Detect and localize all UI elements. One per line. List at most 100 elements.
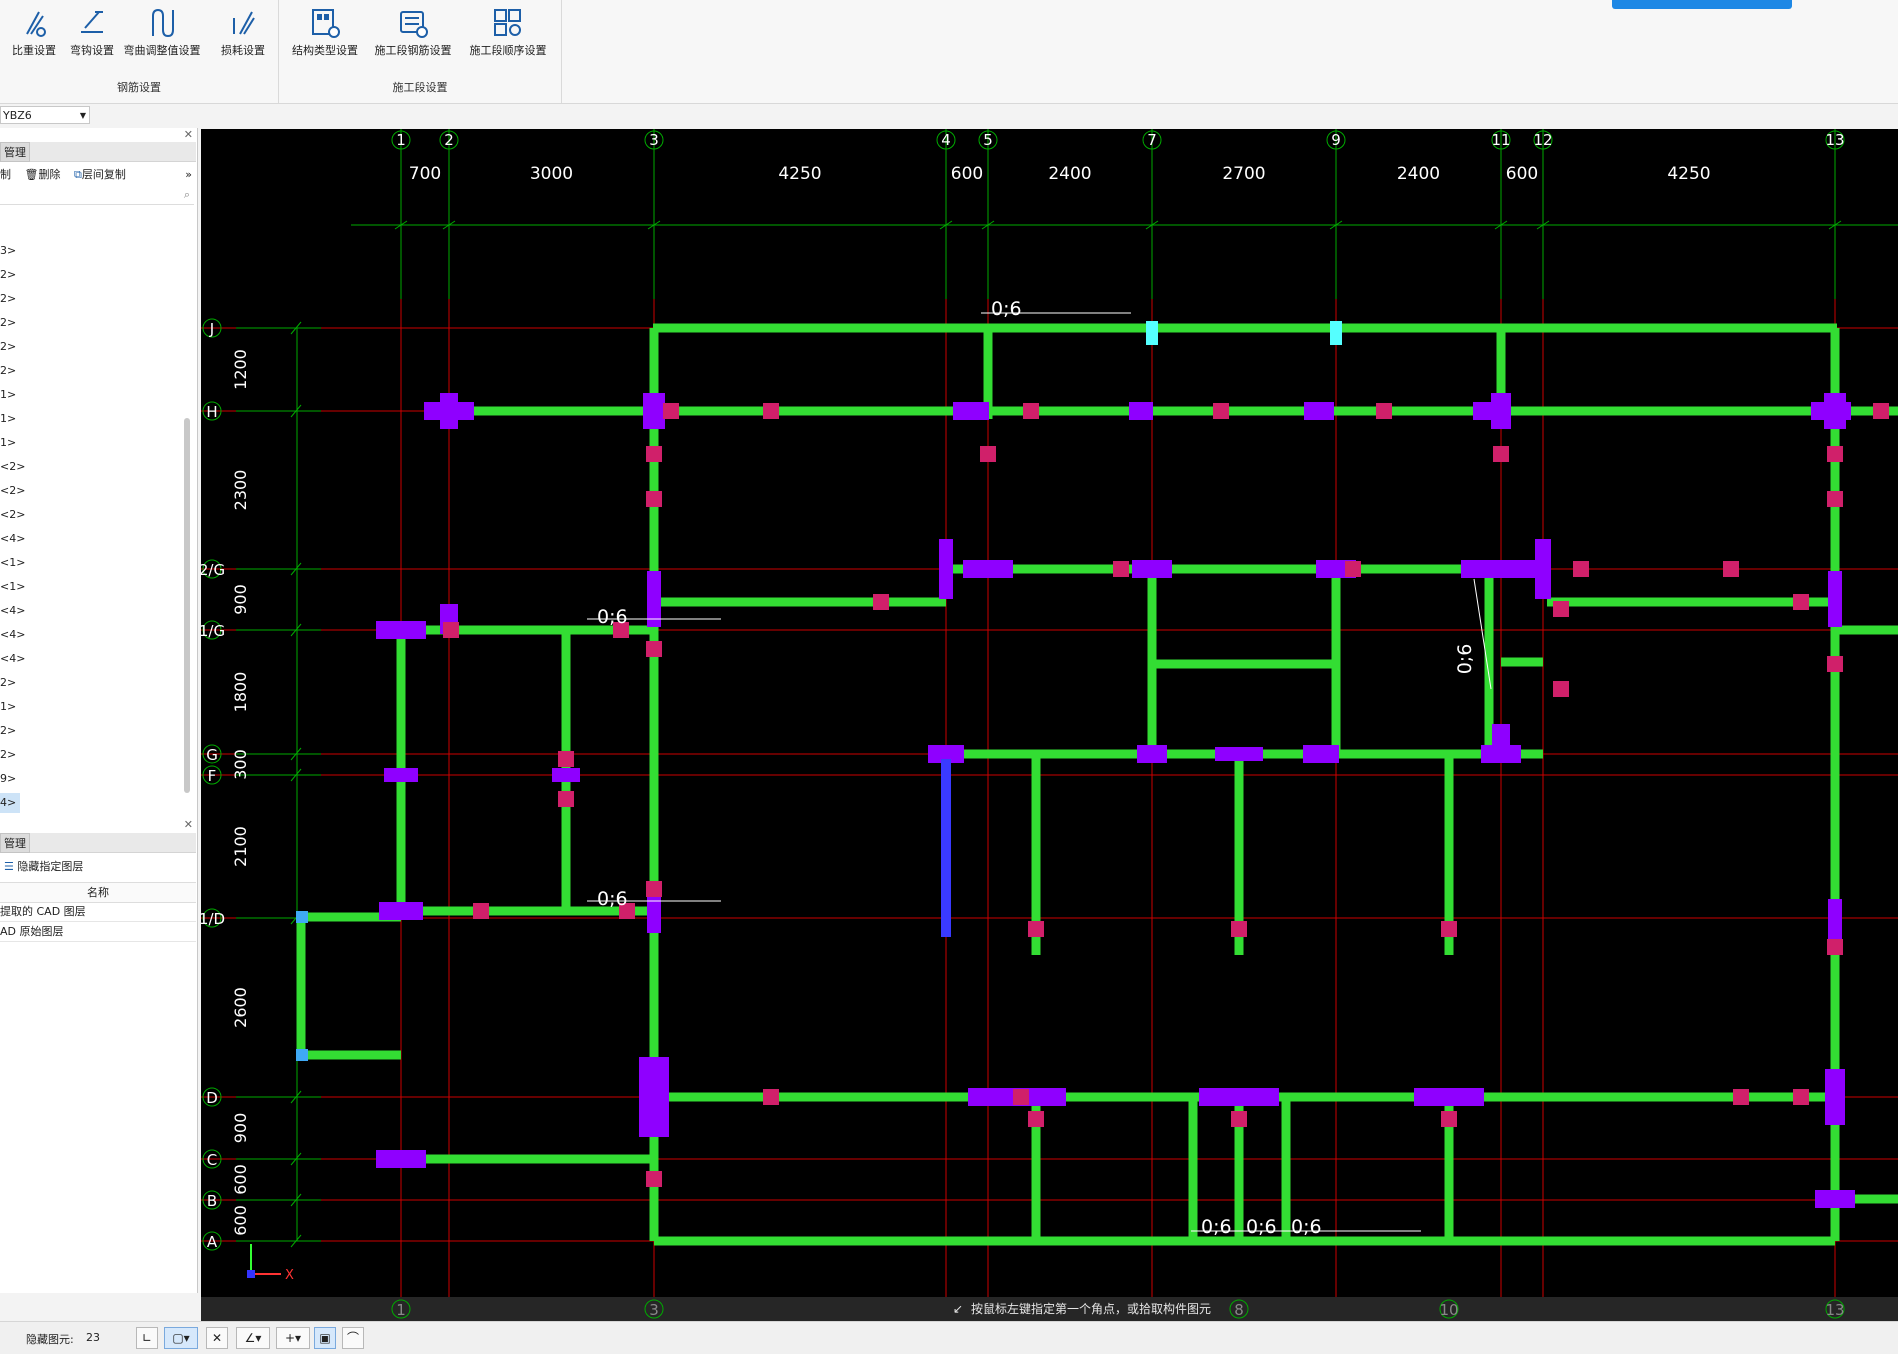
- column: [384, 768, 418, 782]
- floor-tree-item[interactable]: 2>: [0, 748, 17, 761]
- floor-tree-item[interactable]: 1>: [0, 436, 17, 449]
- floor-tree-item[interactable]: <4>: [0, 628, 26, 641]
- layer-row[interactable]: AD 原始图层: [0, 922, 196, 942]
- structure-type-button[interactable]: 结构类型设置: [289, 6, 361, 58]
- floor-tree-item[interactable]: <4>: [0, 652, 26, 665]
- stage-order-button[interactable]: 施工段顺序设置: [465, 6, 551, 58]
- left-dimension-label: 600: [231, 1164, 250, 1195]
- bottom-axis-label: 3: [649, 1301, 659, 1319]
- action-button[interactable]: [1612, 0, 1792, 9]
- joint: [1493, 446, 1509, 462]
- cross-icon[interactable]: ✕: [206, 1327, 228, 1349]
- joint: [473, 903, 489, 919]
- wall: [1501, 657, 1543, 667]
- floor-tree-item[interactable]: <2>: [0, 484, 26, 497]
- hide-layer-button[interactable]: 隐藏指定图层: [17, 860, 84, 873]
- joint: [1873, 403, 1889, 419]
- floor-tree-item[interactable]: 4>: [0, 793, 21, 813]
- joint: [646, 881, 662, 897]
- more-icon[interactable]: »: [185, 168, 192, 181]
- joint: [646, 446, 662, 462]
- joint: [558, 791, 574, 807]
- layers-icon: ☰: [4, 860, 14, 873]
- close-icon[interactable]: ✕: [183, 128, 193, 141]
- endpoint-marker: [296, 1049, 308, 1061]
- angle-icon[interactable]: ∠▾: [236, 1327, 270, 1349]
- hook-settings-label: 弯钩设置: [70, 44, 114, 57]
- floor-panel-header: 管理: [0, 142, 196, 162]
- left-axis-label: F: [208, 767, 217, 785]
- snap-toggle-icon[interactable]: ▣: [314, 1327, 336, 1349]
- top-axis-label: 13: [1825, 131, 1844, 149]
- tree-scrollbar[interactable]: [184, 418, 190, 793]
- dim-tick: [290, 1152, 302, 1166]
- left-axis-label: 1/G: [201, 622, 225, 640]
- delete-button[interactable]: 删除: [38, 168, 61, 181]
- layer-panel-tab[interactable]: 管理: [0, 833, 30, 853]
- layer-copy-button[interactable]: 层间复制: [81, 168, 126, 181]
- joint: [619, 903, 635, 919]
- floor-tree-item[interactable]: <2>: [0, 508, 26, 521]
- floor-tree-item[interactable]: 1>: [0, 388, 17, 401]
- floor-tree-item[interactable]: <4>: [0, 532, 26, 545]
- copy-button[interactable]: 制: [0, 168, 11, 181]
- ribbon: 比重设置 弯钩设置 弯曲调整值设置 损耗设置 钢筋设置 结构类型设置 施工段钢筋…: [0, 0, 1898, 104]
- select-box-icon[interactable]: ▢▾: [164, 1327, 198, 1349]
- floor-tree-item[interactable]: 1>: [0, 700, 17, 713]
- wall: [401, 625, 654, 635]
- loss-settings-button[interactable]: 损耗设置: [215, 6, 271, 58]
- rebar-annotation: 0;6: [991, 298, 1022, 320]
- layer-close-icon[interactable]: ✕: [183, 818, 193, 831]
- density-settings-button[interactable]: 比重设置: [6, 6, 62, 58]
- axis-x-label: X: [285, 1268, 294, 1283]
- floor-tree-item[interactable]: 2>: [0, 676, 17, 689]
- top-axis-label: 4: [941, 131, 951, 149]
- floor-tree-item[interactable]: 2>: [0, 340, 17, 353]
- floor-toolbar: 制 🗑删除 ⧉层间复制 »: [0, 164, 196, 186]
- floor-tree-item[interactable]: 3>: [0, 244, 17, 257]
- axis-bubble: [391, 1299, 411, 1319]
- column: [376, 1150, 426, 1168]
- wall: [301, 1050, 401, 1060]
- floor-search-input[interactable]: ⌕: [0, 188, 194, 205]
- stage-group-label: 施工段设置: [392, 81, 448, 94]
- floor-tree-item[interactable]: 2>: [0, 724, 17, 737]
- floor-tree-item[interactable]: <2>: [0, 460, 26, 473]
- axis-bubble: [1229, 1299, 1249, 1319]
- ortho-icon[interactable]: ∟: [136, 1327, 158, 1349]
- top-axis-label: 1: [396, 131, 406, 149]
- column: [379, 902, 423, 920]
- column: [1215, 747, 1263, 761]
- floor-tree-item[interactable]: <1>: [0, 556, 26, 569]
- axis-bubble: [439, 130, 459, 150]
- axis-bubble: [202, 1087, 222, 1107]
- floor-panel-tab[interactable]: 管理: [0, 142, 30, 162]
- floor-tree-item[interactable]: 2>: [0, 364, 17, 377]
- annotation-leader: [1473, 578, 1492, 690]
- bend-adjust-button[interactable]: 弯曲调整值设置: [122, 6, 202, 58]
- hook-settings-button[interactable]: 弯钩设置: [64, 6, 120, 58]
- axis-bubble: [1142, 130, 1162, 150]
- top-dimension-label: 600: [951, 164, 983, 184]
- wall: [1547, 597, 1835, 607]
- floor-tree-item[interactable]: 2>: [0, 268, 17, 281]
- top-dimension-label: 700: [409, 164, 441, 184]
- floor-tree-item[interactable]: 1>: [0, 412, 17, 425]
- floor-tree-item[interactable]: 2>: [0, 316, 17, 329]
- arc-icon[interactable]: ⌒: [342, 1327, 364, 1349]
- joint: [646, 641, 662, 657]
- floor-tree-item[interactable]: 2>: [0, 292, 17, 305]
- layer-row[interactable]: 提取的 CAD 图层: [0, 902, 196, 922]
- top-dimension-label: 4250: [778, 164, 821, 184]
- floor-tree-item[interactable]: 9>: [0, 772, 17, 785]
- snap-icon[interactable]: +▾: [276, 1327, 310, 1349]
- rebar-annotation: 0;6: [1291, 1216, 1322, 1238]
- floor-tree-item[interactable]: <4>: [0, 604, 26, 617]
- floor-tree-item[interactable]: <1>: [0, 580, 26, 593]
- component-select[interactable]: YBZ6 ▼: [0, 106, 90, 124]
- stage-rebar-button[interactable]: 施工段钢筋设置: [371, 6, 455, 58]
- joint: [1827, 446, 1843, 462]
